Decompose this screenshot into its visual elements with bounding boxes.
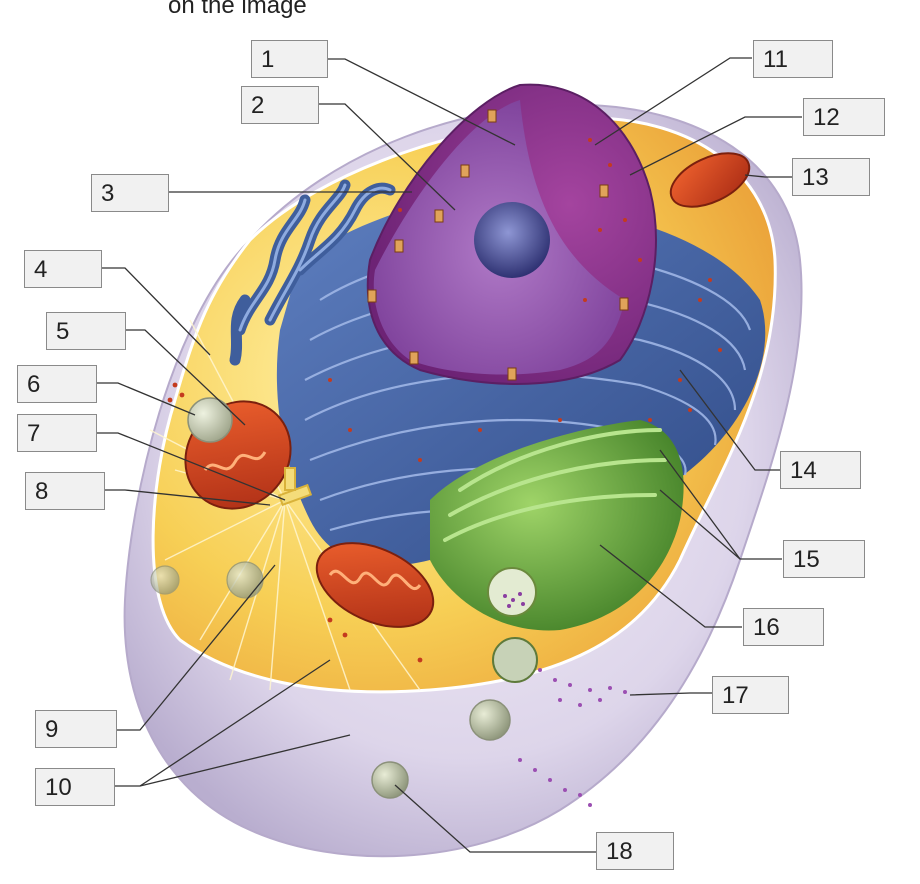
exocytosis-particles xyxy=(518,668,627,807)
vesicle-contents xyxy=(503,592,525,608)
label-box-9[interactable]: 9 xyxy=(35,710,117,748)
label-box-10[interactable]: 10 xyxy=(35,768,115,806)
label-box-12[interactable]: 12 xyxy=(803,98,885,136)
label-box-1[interactable]: 1 xyxy=(251,40,328,78)
label-box-4[interactable]: 4 xyxy=(24,250,102,288)
lysosome xyxy=(187,397,233,443)
mitochondrion xyxy=(669,152,751,208)
nuclear-pores xyxy=(367,109,629,381)
smooth-er-highlight xyxy=(238,183,392,332)
centrioles xyxy=(277,467,313,507)
label-box-7[interactable]: 7 xyxy=(17,414,97,452)
leader-lines xyxy=(96,57,802,853)
label-box-15[interactable]: 15 xyxy=(783,540,865,578)
vacuole xyxy=(469,699,511,741)
golgi-cisternae xyxy=(443,428,667,542)
label-box-8[interactable]: 8 xyxy=(25,472,105,510)
label-box-11[interactable]: 11 xyxy=(753,40,833,78)
label-box-5[interactable]: 5 xyxy=(46,312,126,350)
mitochondrion xyxy=(315,542,435,628)
label-box-2[interactable]: 2 xyxy=(241,86,319,124)
caption: on the image xyxy=(168,0,307,19)
label-box-16[interactable]: 16 xyxy=(743,608,824,646)
label-box-6[interactable]: 6 xyxy=(17,365,97,403)
label-box-18[interactable]: 18 xyxy=(596,832,674,870)
nucleolus xyxy=(474,202,550,278)
label-box-3[interactable]: 3 xyxy=(91,174,169,212)
ribosomes xyxy=(167,138,722,663)
label-box-14[interactable]: 14 xyxy=(780,451,861,489)
label-box-17[interactable]: 17 xyxy=(712,676,789,714)
vesicle xyxy=(226,561,264,599)
label-box-13[interactable]: 13 xyxy=(792,158,870,196)
vesicle xyxy=(150,565,180,595)
secretory-vesicle xyxy=(492,637,538,683)
vesicle xyxy=(487,567,537,617)
